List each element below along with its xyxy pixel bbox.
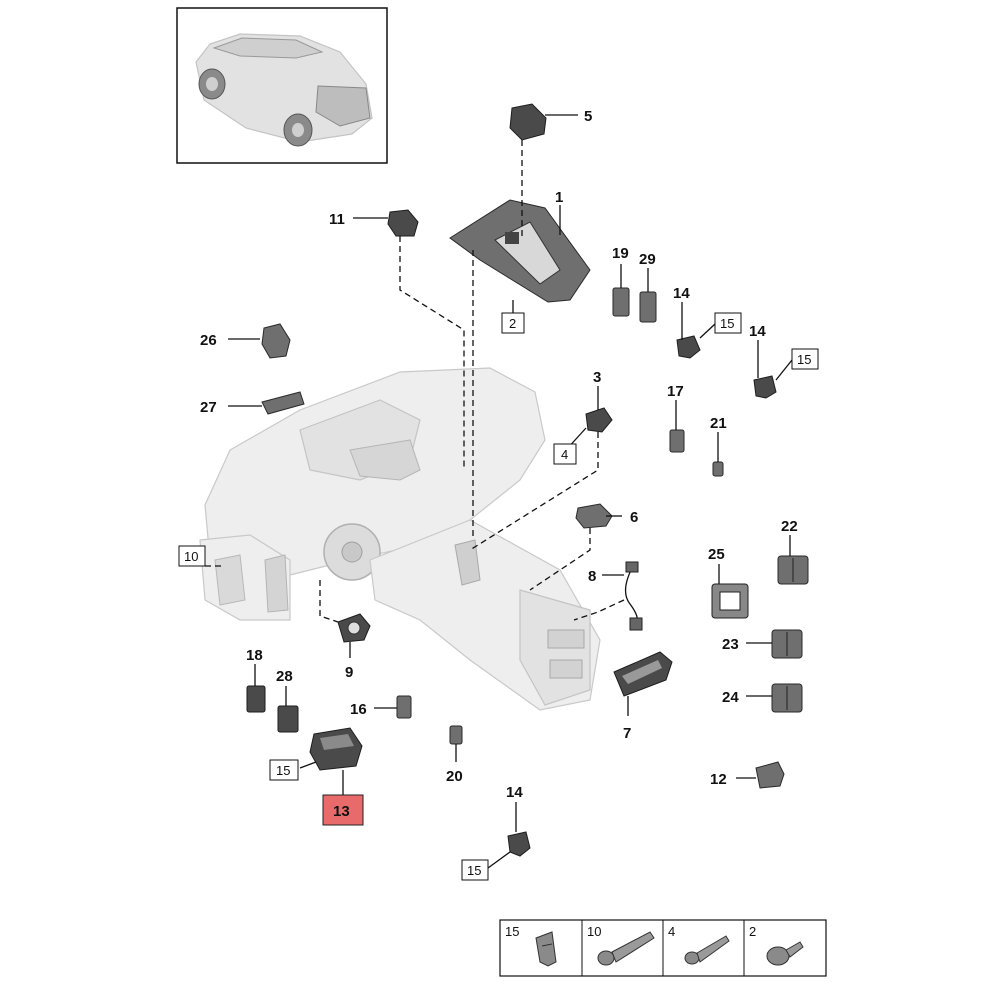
part-17-switch xyxy=(669,429,685,453)
part-28-switch xyxy=(277,705,299,733)
part-27-switch-strip xyxy=(261,391,305,415)
legend-number-2: 2 xyxy=(749,924,756,939)
part-3-switch xyxy=(585,407,613,433)
callout-27: 27 xyxy=(200,399,217,416)
part-18-switch xyxy=(246,685,266,713)
suv-icon xyxy=(195,33,373,147)
callout-16: 16 xyxy=(350,701,367,718)
dashboard-outline xyxy=(199,367,546,621)
fastener-legend: 15 10 4 2 xyxy=(499,919,827,977)
part-24-switch-block xyxy=(771,683,803,713)
vehicle-thumbnail xyxy=(176,7,388,164)
legend-number-10: 10 xyxy=(587,924,601,939)
callouts: 1 5 11 19 29 14 14 26 27 3 17 21 6 22 25… xyxy=(200,108,798,801)
clip-icon xyxy=(535,931,557,967)
leader-lines xyxy=(228,114,793,869)
part-9-bezel xyxy=(337,613,371,643)
callout-26: 26 xyxy=(200,332,217,349)
callout-23: 23 xyxy=(722,636,739,653)
boxed-ref-2: 2 xyxy=(509,316,516,331)
center-console-outline xyxy=(369,519,601,711)
highlighted-part-13[interactable]: 13 xyxy=(322,794,364,826)
part-11-switch xyxy=(387,209,419,237)
part-23-switch-block xyxy=(771,629,803,659)
part-21-switch xyxy=(712,461,724,477)
part-19-switch xyxy=(612,287,630,317)
part-16-switch xyxy=(396,695,412,719)
part-6-module xyxy=(575,503,613,529)
callout-3: 3 xyxy=(593,369,601,386)
callout-11: 11 xyxy=(329,211,345,228)
callout-8: 8 xyxy=(588,568,596,585)
part-29-switch xyxy=(639,291,657,323)
flange-screw-icon xyxy=(766,941,804,966)
part-20-switch xyxy=(449,725,463,745)
callout-21: 21 xyxy=(710,415,727,432)
callout-14a: 14 xyxy=(673,285,690,302)
callout-18: 18 xyxy=(246,647,263,664)
boxed-ref-15a: 15 xyxy=(720,316,734,331)
callout-5: 5 xyxy=(584,108,592,125)
screw-icon xyxy=(684,935,730,965)
callout-22: 22 xyxy=(781,518,798,535)
boxed-refs: 2 4 10 15 15 15 15 xyxy=(178,312,819,881)
callout-9: 9 xyxy=(345,664,353,681)
callout-6: 6 xyxy=(630,509,638,526)
callout-7: 7 xyxy=(623,725,631,742)
part-8-harness xyxy=(624,561,643,631)
boxed-ref-15d: 15 xyxy=(467,863,481,878)
bolt-icon xyxy=(597,931,655,966)
part-14a-sensor xyxy=(676,335,701,359)
part-22-switch-block xyxy=(777,555,809,585)
callout-14c: 14 xyxy=(506,784,523,801)
callout-24: 24 xyxy=(722,689,739,706)
part-26-bracket xyxy=(261,323,291,359)
boxed-ref-15b: 15 xyxy=(797,352,811,367)
callout-12: 12 xyxy=(710,771,727,788)
part-12-switch xyxy=(755,761,785,789)
legend-number-4: 4 xyxy=(668,924,675,939)
callout-19: 19 xyxy=(612,245,629,262)
part-14c-sensor xyxy=(507,831,531,857)
callout-29: 29 xyxy=(639,251,656,268)
part-13-switch-panel xyxy=(309,727,363,771)
part-1-console-trim xyxy=(449,199,591,303)
callout-1: 1 xyxy=(555,189,563,206)
callout-28: 28 xyxy=(276,668,293,685)
legend-number-15: 15 xyxy=(505,924,519,939)
callout-25: 25 xyxy=(708,546,725,563)
part-14b-sensor xyxy=(753,375,777,399)
part-5-switch xyxy=(509,103,547,141)
highlighted-part-number: 13 xyxy=(333,803,350,820)
part-25-frame xyxy=(711,583,749,619)
part-7-tray xyxy=(613,651,673,697)
assembly-lines xyxy=(205,140,625,623)
boxed-ref-15c: 15 xyxy=(276,763,290,778)
boxed-ref-10: 10 xyxy=(184,549,198,564)
callout-20: 20 xyxy=(446,768,463,785)
boxed-ref-4: 4 xyxy=(561,447,568,462)
callout-14b: 14 xyxy=(749,323,766,340)
callout-17: 17 xyxy=(667,383,684,400)
